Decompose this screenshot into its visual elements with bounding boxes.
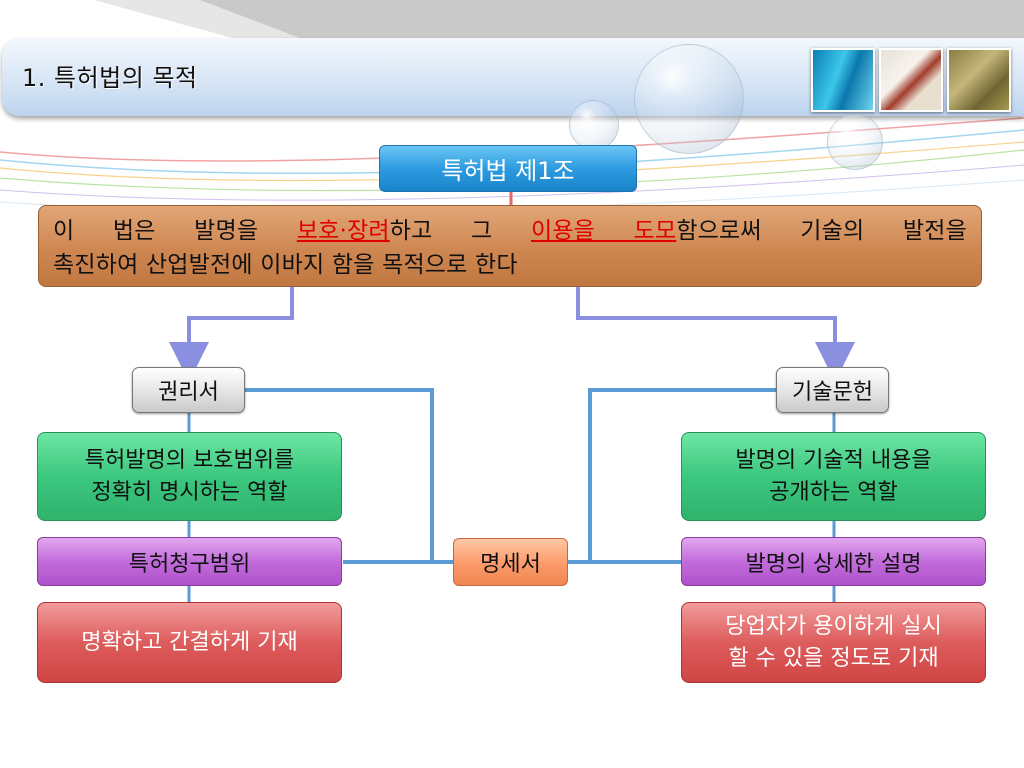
specification-label: 명세서	[480, 552, 541, 577]
law-article-title-label: 특허법 제1조	[441, 157, 575, 185]
rights-role-box: 특허발명의 보호범위를 정확히 명시하는 역할	[37, 432, 342, 521]
law-text-part1: 이 법은 발명을	[53, 218, 297, 244]
law-article-title: 특허법 제1조	[379, 145, 637, 192]
claims-description-label: 명확하고 간결하게 기재	[81, 629, 298, 655]
detailed-description-requirement-box: 당업자가 용이하게 실시 할 수 있을 정도로 기재	[681, 602, 986, 683]
requirement-line1: 당업자가 용이하게 실시	[725, 613, 942, 639]
rights-role-line2: 정확히 명시하는 역할	[91, 479, 288, 505]
technical-document-label: 기술문헌	[792, 380, 873, 405]
slide-title: 1. 특허법의 목적	[22, 64, 198, 92]
law-article-text: 이 법은 발명을 보호·장려하고 그 이용을 도모함으로써 기술의 발전을 촉진…	[38, 205, 982, 287]
law-text-part2: 하고 그	[389, 218, 531, 244]
law-text-line2: 촉진하여 산업발전에 이바지 함을 목적으로 한다	[53, 252, 518, 278]
bubble-decoration	[827, 114, 883, 170]
claims-label: 특허청구범위	[128, 551, 251, 577]
rights-document-box: 권리서	[132, 367, 245, 413]
detailed-description-label: 발명의 상세한 설명	[745, 551, 922, 577]
requirement-line2: 할 수 있을 정도로 기재	[728, 645, 939, 671]
decorative-thumbnail-grass	[947, 48, 1011, 112]
detailed-description-box: 발명의 상세한 설명	[681, 537, 986, 586]
specification-box: 명세서	[453, 538, 568, 586]
decorative-thumbnail-seal	[879, 48, 943, 112]
law-highlight-utilize: 이용을 도모	[530, 218, 677, 244]
technical-role-line2: 공개하는 역할	[769, 479, 898, 505]
technical-document-box: 기술문헌	[776, 367, 889, 413]
rights-role-line1: 특허발명의 보호범위를	[84, 447, 295, 473]
claims-box: 특허청구범위	[37, 537, 342, 586]
claims-description-box: 명확하고 간결하게 기재	[37, 602, 342, 683]
rights-document-label: 권리서	[158, 380, 219, 405]
technical-role-line1: 발명의 기술적 내용을	[735, 447, 932, 473]
law-text-part3: 함으로써 기술의 발전을	[676, 218, 968, 244]
swoosh-line	[0, 164, 1024, 201]
law-highlight-protect: 보호·장려	[296, 218, 390, 244]
bubble-decoration	[634, 44, 744, 154]
bubble-decoration	[569, 100, 619, 150]
decorative-thumbnail-blue	[811, 48, 875, 112]
top-gray-band	[95, 0, 1024, 40]
technical-role-box: 발명의 기술적 내용을 공개하는 역할	[681, 432, 986, 521]
